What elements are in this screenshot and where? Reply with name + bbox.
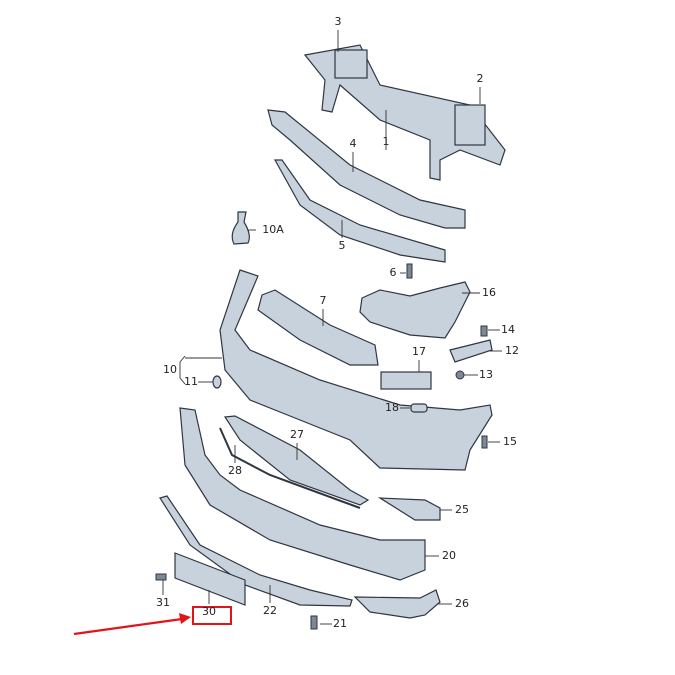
callout-21: 21 bbox=[333, 617, 347, 630]
callout-2: 2 bbox=[476, 72, 484, 85]
callout-16: 16 bbox=[482, 286, 496, 299]
callout-28: 28 bbox=[228, 464, 242, 477]
part-2-bracket bbox=[454, 104, 486, 146]
part-26-trim bbox=[353, 589, 441, 619]
callout-4: 4 bbox=[349, 137, 357, 150]
part-7-guide bbox=[257, 289, 379, 366]
callout-15: 15 bbox=[503, 435, 517, 448]
highlight-arrowhead bbox=[179, 613, 191, 624]
part-11-cap bbox=[212, 375, 222, 389]
callout-5: 5 bbox=[338, 239, 346, 252]
callout-20: 20 bbox=[442, 549, 456, 562]
callout-25: 25 bbox=[455, 503, 469, 516]
leader-lines bbox=[162, 30, 502, 625]
part-31-clip bbox=[155, 573, 167, 581]
part-15-screw bbox=[481, 435, 488, 449]
callout-12: 12 bbox=[505, 344, 519, 357]
part-27-grille bbox=[223, 415, 370, 506]
callout-1: 1 bbox=[382, 135, 390, 148]
callout-10: 10 bbox=[163, 363, 177, 376]
callout-13: 13 bbox=[479, 368, 493, 381]
callout-31: 31 bbox=[156, 596, 170, 609]
callout-6: 6 bbox=[389, 266, 397, 279]
callout-27: 27 bbox=[290, 428, 304, 441]
part-17-sensor-bracket bbox=[380, 371, 432, 390]
part-4-energy-absorber bbox=[267, 109, 466, 229]
part-21-screw bbox=[310, 615, 318, 630]
part-16-bracket bbox=[359, 281, 471, 339]
callout-3: 3 bbox=[334, 15, 342, 28]
part-20-lower-grille bbox=[179, 407, 426, 581]
callout-10A: 10A bbox=[262, 223, 284, 236]
callout-14: 14 bbox=[501, 323, 515, 336]
part-12-guide bbox=[449, 339, 493, 363]
callout-7: 7 bbox=[319, 294, 327, 307]
callout-18: 18 bbox=[385, 401, 399, 414]
part-1-bumper-reinforcement bbox=[303, 44, 506, 181]
part-18-cap bbox=[410, 403, 428, 413]
part-13-nut bbox=[455, 370, 465, 380]
part-10-bumper-cover bbox=[219, 269, 493, 471]
part-28-trim-strip bbox=[219, 427, 361, 509]
callout-26: 26 bbox=[455, 597, 469, 610]
callout-17: 17 bbox=[412, 345, 426, 358]
part-10A-bag bbox=[231, 211, 250, 245]
highlight-box-30 bbox=[192, 606, 232, 625]
part-25-grille-insert bbox=[377, 497, 441, 521]
callout-22: 22 bbox=[263, 604, 277, 617]
callout-11: 11 bbox=[184, 375, 198, 388]
highlight-arrow bbox=[73, 617, 183, 636]
part-5-strip bbox=[273, 159, 446, 263]
part-14-screw bbox=[480, 325, 488, 337]
part-6-screw bbox=[406, 263, 413, 279]
part-30-license-plate-bracket bbox=[174, 552, 246, 606]
part-3-bracket bbox=[334, 49, 368, 79]
part-22-spoiler bbox=[159, 495, 353, 607]
callout-30: 30 bbox=[202, 605, 216, 618]
